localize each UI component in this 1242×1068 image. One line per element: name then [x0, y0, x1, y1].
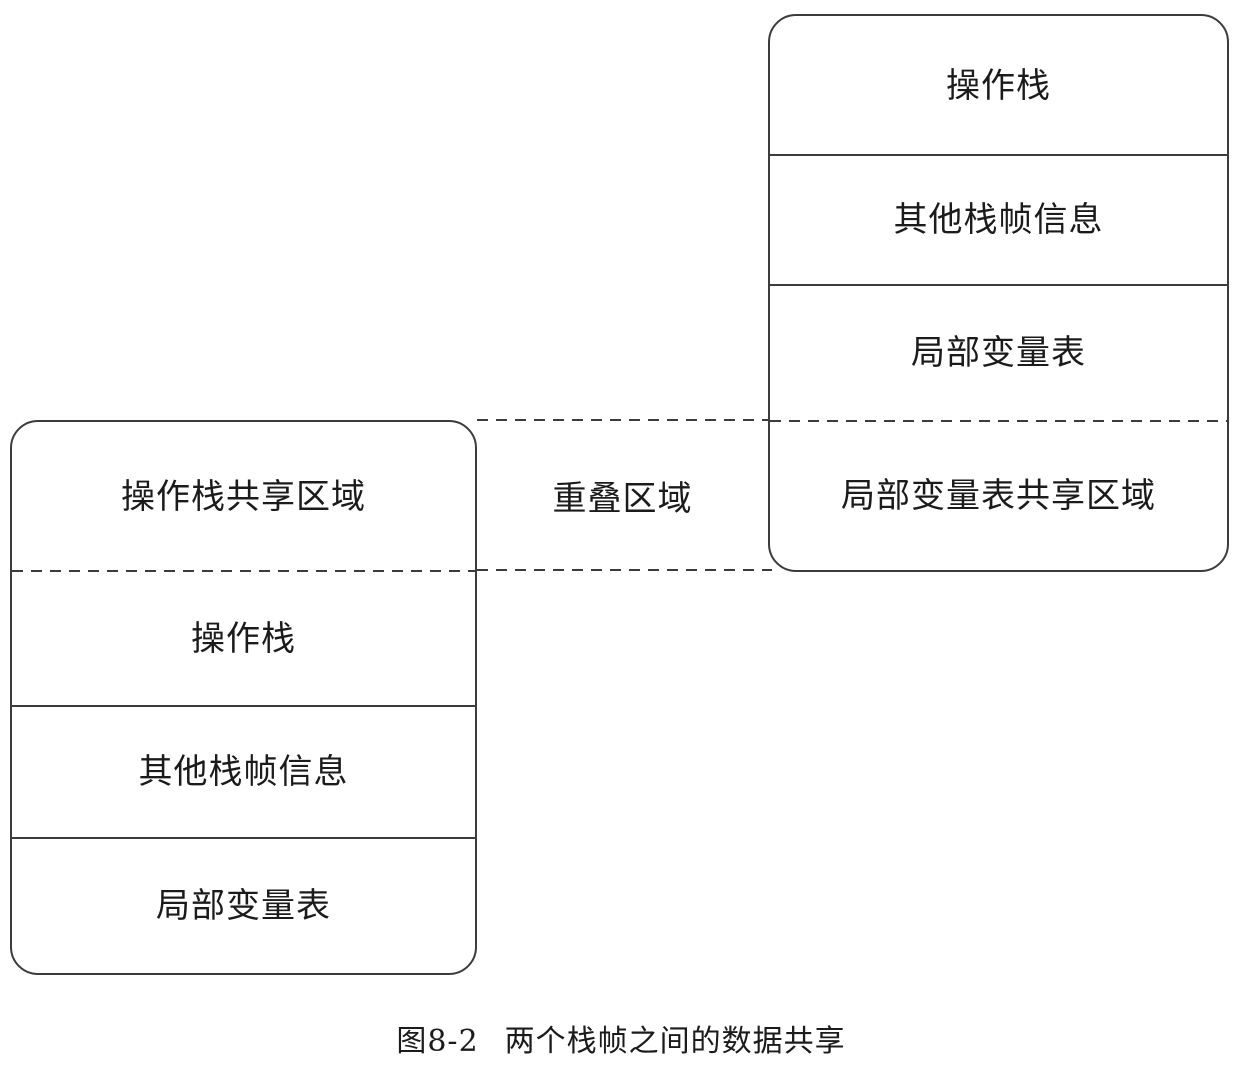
frame-section-label: 操作栈共享区域	[121, 476, 366, 517]
figure-caption: 图8-2 两个栈帧之间的数据共享	[0, 1016, 1242, 1060]
frame-section-local-variable-table: 局部变量表	[770, 285, 1227, 422]
frame-section-label: 其他栈帧信息	[893, 200, 1104, 240]
frame-section-label: 局部变量表共享区域	[841, 475, 1156, 516]
frame-section-label: 操作栈	[946, 65, 1051, 106]
frame-section-label: 局部变量表	[911, 333, 1086, 373]
frame-section-operand-stack-shared-area: 操作栈共享区域	[12, 422, 475, 572]
stack-frame-top: 操作栈 其他栈帧信息 局部变量表 局部变量表共享区域	[768, 14, 1229, 572]
frame-section-operand-stack: 操作栈	[12, 571, 475, 707]
overlap-region-label: 重叠区域	[552, 479, 693, 519]
figure-title: 两个栈帧之间的数据共享	[504, 1024, 846, 1059]
frame-section-label: 局部变量表	[156, 885, 331, 926]
frame-section-label: 其他栈帧信息	[138, 752, 349, 792]
overlap-dashed-line-bottom	[477, 569, 772, 571]
frame-section-operand-stack: 操作栈	[770, 16, 1227, 156]
overlap-dashed-line-top	[477, 419, 768, 421]
frame-section-other-frame-info: 其他栈帧信息	[770, 155, 1227, 286]
frame-section-local-variable-table: 局部变量表	[12, 838, 475, 973]
figure-number: 图8-2	[396, 1024, 479, 1059]
stack-frame-bottom: 操作栈共享区域 操作栈 其他栈帧信息 局部变量表	[10, 420, 477, 975]
frame-section-label: 操作栈	[191, 618, 296, 659]
frame-section-local-variable-shared-area: 局部变量表共享区域	[770, 421, 1227, 570]
frame-section-other-frame-info: 其他栈帧信息	[12, 706, 475, 839]
